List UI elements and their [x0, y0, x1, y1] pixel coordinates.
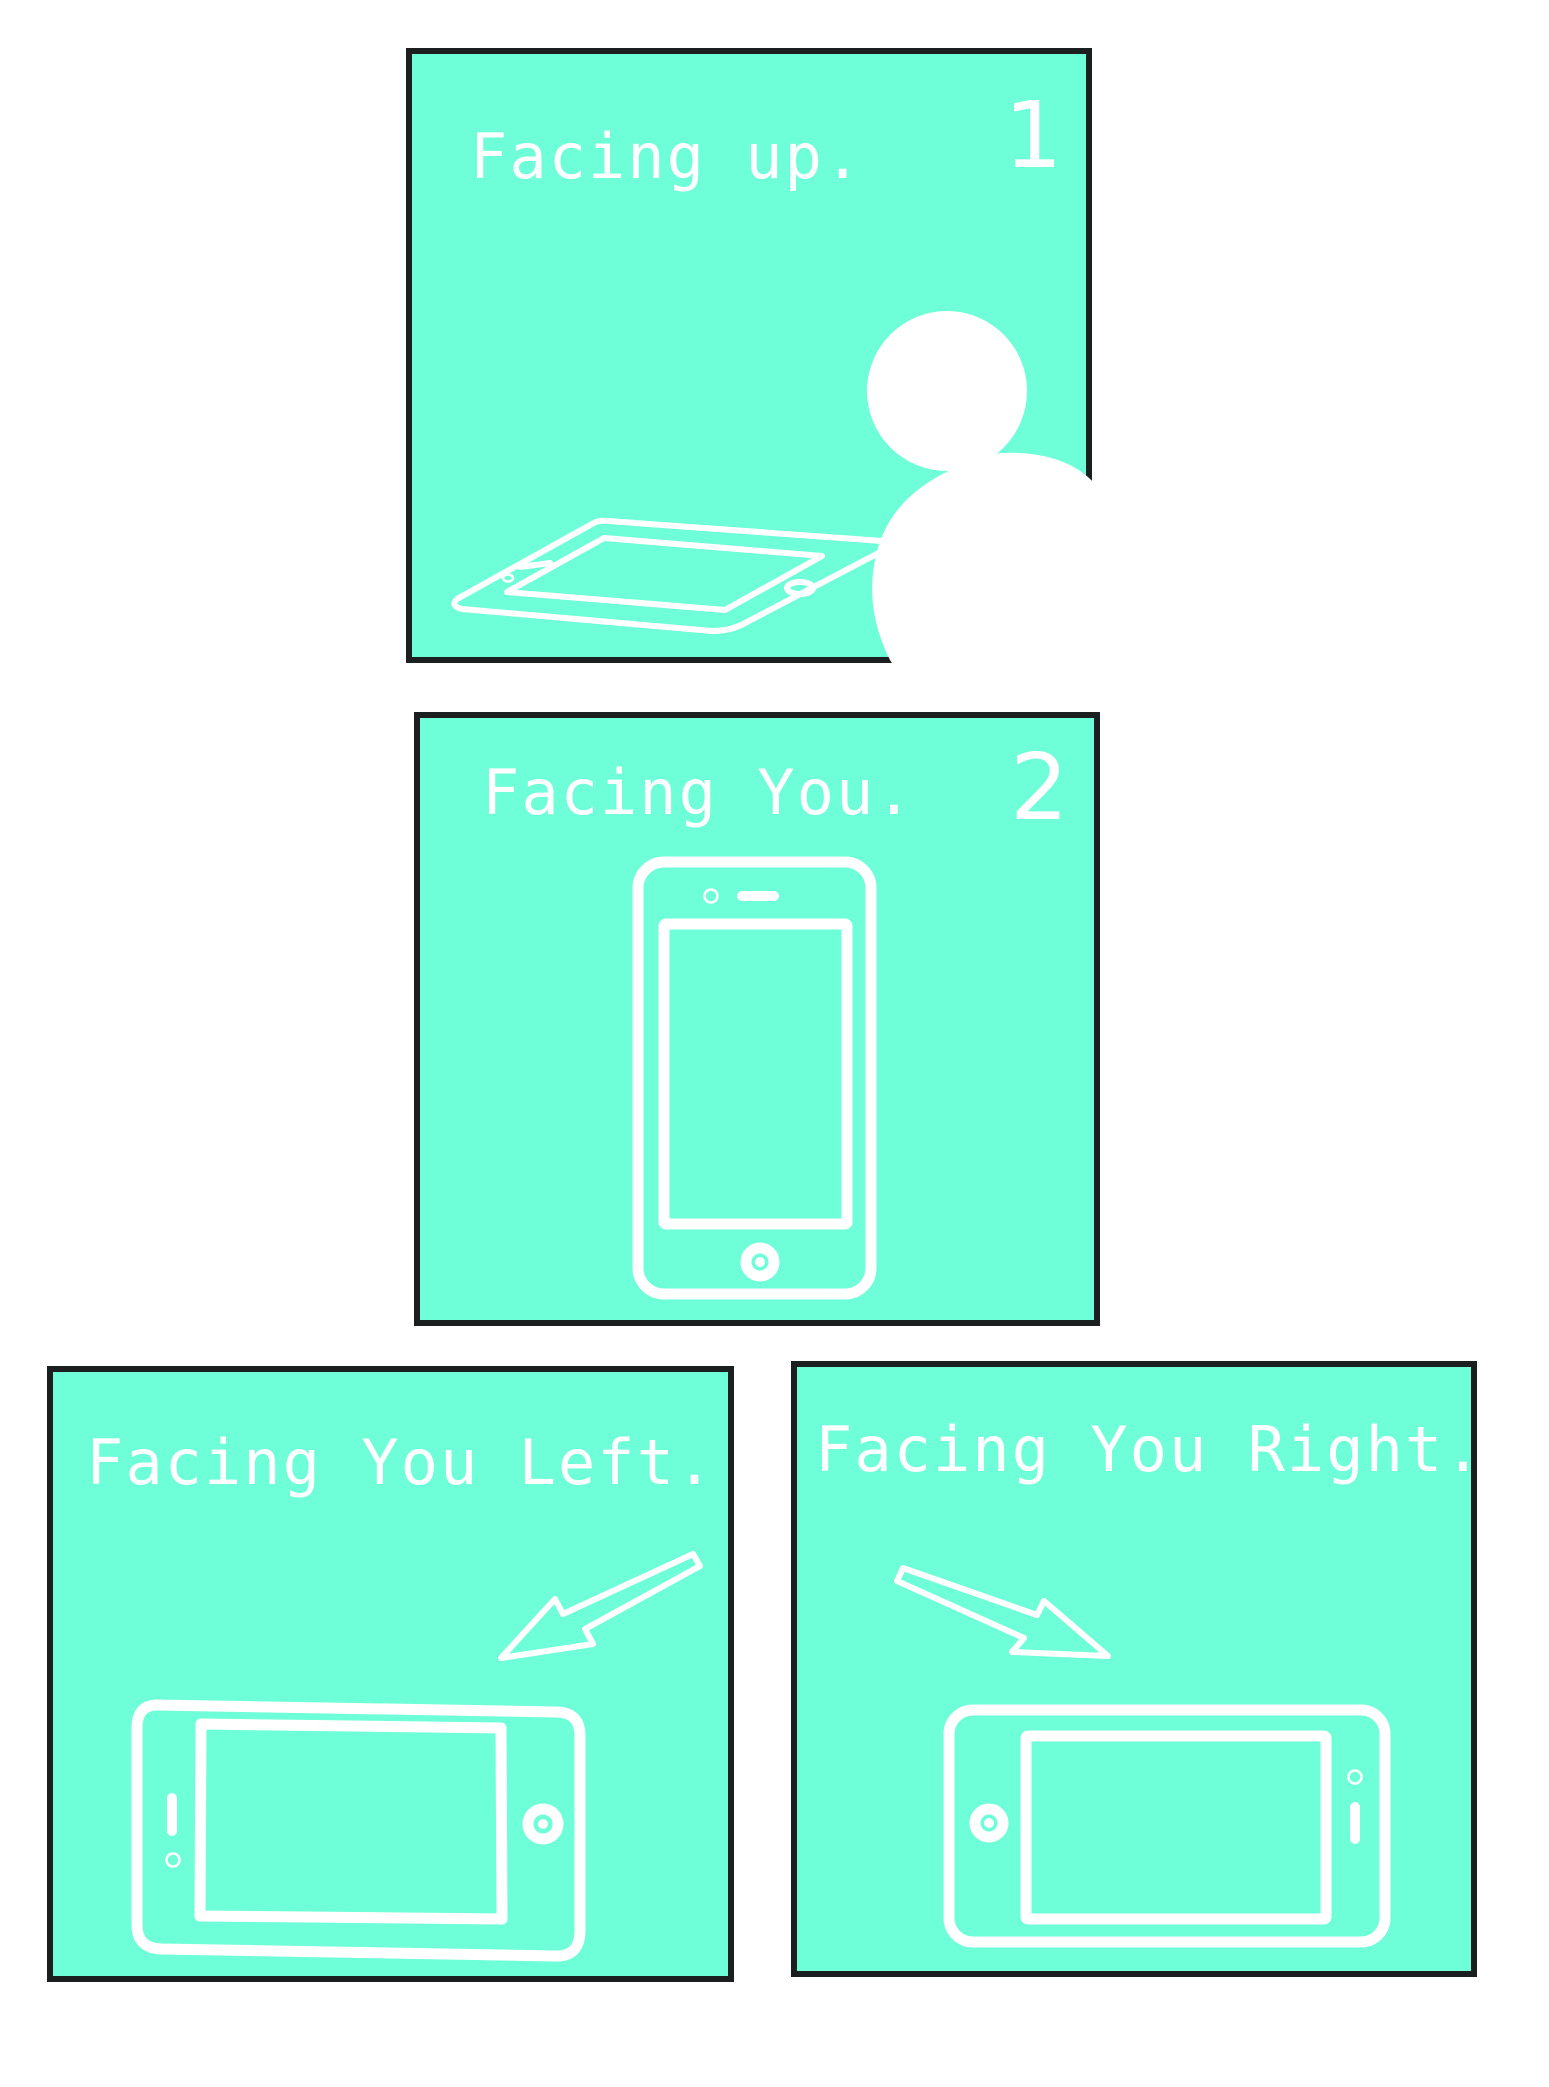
arrow-icon	[498, 1551, 703, 1661]
phone-landscape-icon	[131, 1699, 586, 1962]
phone-flat-icon	[451, 517, 895, 634]
panel-facing-you-left: Facing You Left.	[47, 1366, 734, 1982]
panel-caption: Facing You.	[482, 756, 915, 829]
panel-number: 2	[1010, 734, 1069, 841]
panel-number: 1	[1004, 82, 1063, 189]
panel-caption: Facing up.	[470, 120, 864, 193]
panel-facing-you-right: Facing You Right.	[791, 1361, 1477, 1977]
panel-facing-you: Facing You. 2	[414, 712, 1100, 1326]
panel-caption: Facing You Right.	[815, 1413, 1477, 1486]
phone-landscape-icon	[943, 1704, 1391, 1948]
arrow-icon	[894, 1565, 1111, 1659]
phone-portrait-icon	[632, 856, 877, 1300]
panel-caption: Facing You Left.	[86, 1426, 716, 1499]
